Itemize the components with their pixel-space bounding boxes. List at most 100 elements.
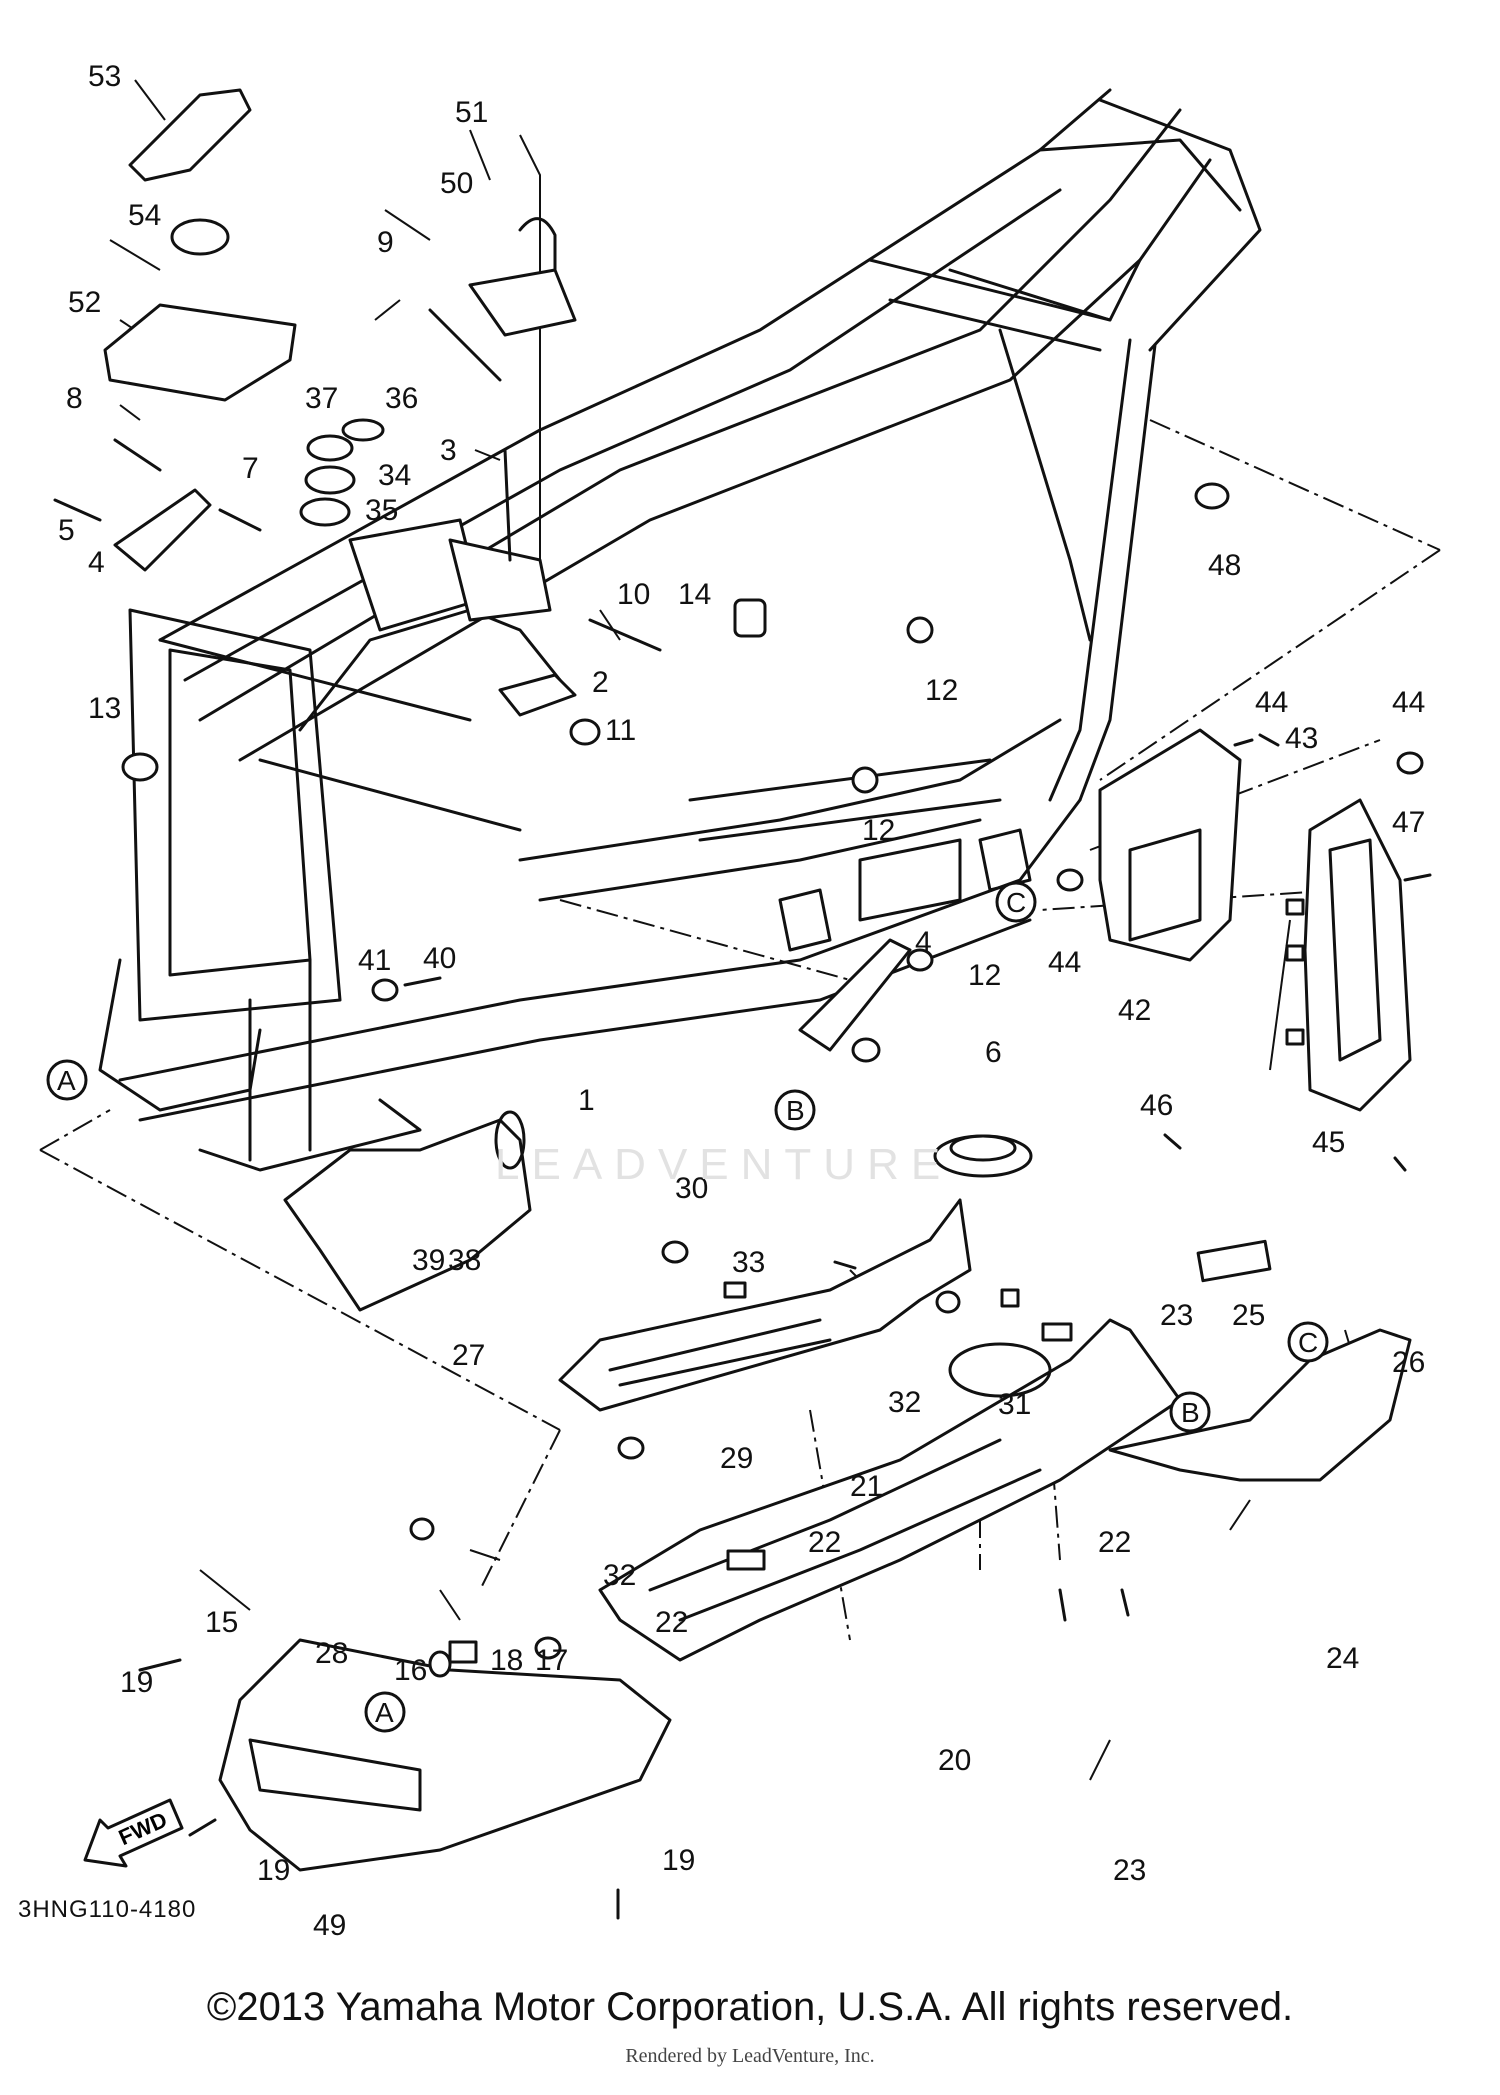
pad-22-b [723, 1281, 747, 1299]
frame-assembly [98, 88, 1262, 1172]
nut-12-a [906, 616, 934, 644]
callout-35: 35 [365, 494, 398, 527]
bolt-9 [428, 308, 502, 382]
ref-marker-c-guard [1287, 1321, 1329, 1363]
washer-37 [306, 434, 354, 462]
battery-cover-45 [1303, 798, 1412, 1112]
callout-12-a: 12 [925, 674, 958, 707]
callout-45: 45 [1312, 1126, 1345, 1159]
callout-12-c: 12 [968, 959, 1001, 992]
callout-3: 3 [440, 434, 457, 467]
callout-18: 18 [490, 1644, 523, 1677]
callout-53: 53 [88, 60, 121, 93]
bolt-32-b [617, 1436, 645, 1460]
rear-guard-24 [1108, 1328, 1412, 1482]
callout-27: 27 [452, 1339, 485, 1372]
callout-17: 17 [535, 1644, 568, 1677]
callout-48: 48 [1208, 549, 1241, 582]
callout-2: 2 [592, 666, 609, 699]
ref-marker-a-frame [46, 1059, 88, 1101]
callout-26: 26 [1392, 1346, 1425, 1379]
o-ring-54 [170, 218, 230, 256]
callout-41: 41 [358, 944, 391, 977]
pad-22-c [726, 1549, 766, 1571]
callout-39: 39 [412, 1244, 445, 1277]
tool-pouch-53 [128, 88, 252, 182]
pad-25 [1196, 1239, 1272, 1283]
callout-15: 15 [205, 1606, 238, 1639]
callout-13: 13 [88, 692, 121, 725]
bracket-50 [468, 268, 577, 337]
callout-32-b: 32 [603, 1559, 636, 1592]
cap-13 [121, 752, 159, 782]
callout-31: 31 [998, 1388, 1031, 1421]
front-guard-15 [218, 1638, 672, 1872]
bolt-19-b [188, 1818, 217, 1837]
ref-letter-c-frame: C [1006, 887, 1026, 918]
rendered-by-credit: Rendered by LeadVenture, Inc. [625, 2045, 875, 2067]
side-guard-29 [558, 1198, 972, 1412]
callout-42: 42 [1118, 994, 1151, 1027]
callout-25: 25 [1232, 1299, 1265, 1332]
callout-34: 34 [378, 459, 411, 492]
bolt-33 [833, 1260, 857, 1270]
callout-50: 50 [440, 167, 473, 200]
link-plate-4-front [113, 488, 212, 572]
bolt-10 [588, 618, 662, 652]
callout-22-b: 22 [1098, 1526, 1131, 1559]
callout-11: 11 [605, 714, 636, 747]
callout-20: 20 [938, 1744, 971, 1777]
nut-6 [851, 1037, 881, 1063]
pad-22-a [1041, 1322, 1073, 1342]
callout-4-front: 4 [88, 546, 105, 579]
callout-49: 49 [313, 1909, 346, 1942]
bolt-7 [218, 508, 262, 532]
front-guard-27 [283, 1118, 532, 1312]
callout-44-c: 44 [1048, 946, 1081, 979]
watermark: LEADVENTURE [495, 1140, 953, 1189]
callout-44-a: 44 [1255, 686, 1288, 719]
callout-44-b: 44 [1392, 686, 1425, 719]
callout-4-rear: 4 [915, 926, 932, 959]
ref-letter-b-frame: B [786, 1095, 805, 1126]
callout-8: 8 [66, 382, 83, 415]
bolt-19-a [138, 1658, 182, 1672]
callout-23-a: 23 [1160, 1299, 1193, 1332]
callout-54: 54 [128, 199, 161, 232]
diagram-code: 3HNG110-4180 [18, 1896, 197, 1923]
washer-34 [304, 465, 356, 495]
cap-17 [534, 1636, 562, 1660]
callout-43: 43 [1285, 722, 1318, 755]
cover-52 [103, 303, 297, 402]
callout-46: 46 [1140, 1089, 1173, 1122]
callout-9: 9 [377, 226, 394, 259]
plate-2 [498, 673, 577, 717]
clip-31 [1000, 1288, 1020, 1308]
callout-28: 28 [315, 1637, 348, 1670]
pad-46-a [1285, 898, 1305, 916]
bolt-3 [503, 448, 512, 562]
callout-6: 6 [985, 1036, 1002, 1069]
battery-box-group [1056, 728, 1432, 1112]
callout-23-b: 23 [1113, 1854, 1146, 1887]
callout-47: 47 [1392, 806, 1425, 839]
callout-52: 52 [68, 286, 101, 319]
ref-letter-b-guard: B [1181, 1397, 1200, 1428]
callout-38: 38 [448, 1244, 481, 1277]
lower-guards [83, 1110, 1412, 1920]
grommet-48 [1194, 482, 1230, 510]
bolt-40 [403, 976, 442, 987]
callout-33: 33 [732, 1246, 765, 1279]
bolt-23-c [1120, 1588, 1130, 1617]
ref-letter-c-guard: C [1298, 1327, 1318, 1358]
callout-30: 30 [675, 1172, 708, 1205]
callout-5: 5 [58, 514, 75, 547]
washer-36 [341, 418, 385, 442]
callout-7: 7 [242, 452, 259, 485]
ref-marker-c-frame [995, 881, 1037, 923]
nut-12-c [906, 948, 934, 972]
callout-37: 37 [305, 382, 338, 415]
bolt-23-b [1058, 1588, 1067, 1622]
